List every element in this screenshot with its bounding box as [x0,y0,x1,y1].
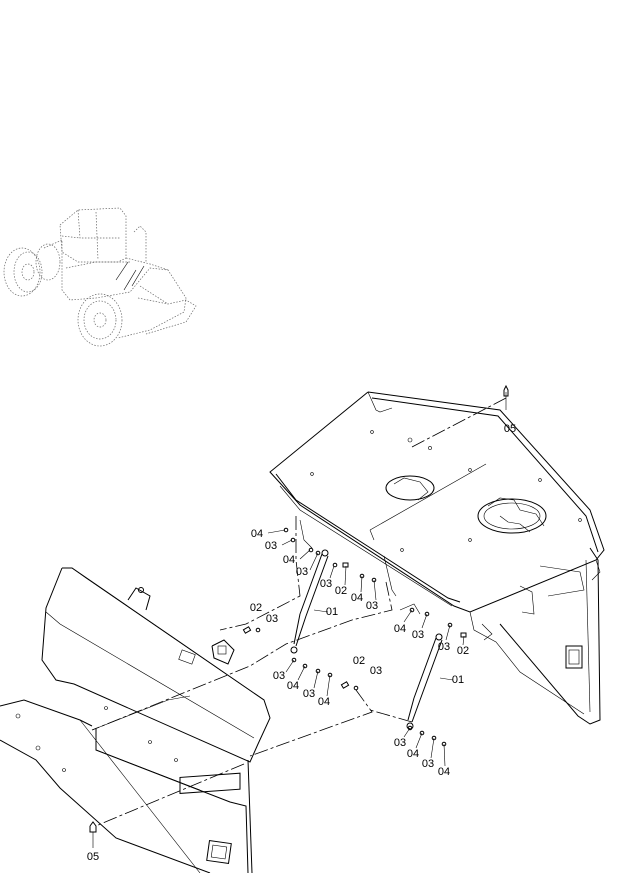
callout-leader-line [285,659,295,673]
callout-leader-line [313,609,329,613]
part-callout-label: 04 [287,680,299,692]
callout-leader-line [462,635,465,646]
part-callout-label: 02 [335,585,347,597]
part-callout-label: 03 [265,540,277,552]
cover-plate-assembly [269,391,605,725]
part-callout-label: 04 [438,766,450,778]
callout-leader-line [281,539,293,546]
part-callout-label: 03 [266,613,278,625]
callout-leader-line [344,565,347,586]
callout-leader-line [267,529,286,534]
part-callout-label: 01 [452,674,464,686]
machine-locator-view [3,207,197,347]
part-callout-label: 03 [370,665,382,677]
callout-leader-line [309,552,319,571]
part-callout-label: 04 [283,554,295,566]
callout-leader-line [326,674,331,697]
callout-leader-line [329,565,335,579]
part-callout-label: 04 [251,528,263,540]
part-callout-label: 02 [250,602,262,614]
callout-leader-line [430,737,435,759]
part-callout-label: 03 [296,566,308,578]
callout-leader-line [403,609,413,623]
part-callout-label: 03 [366,600,378,612]
assembly-centerlines [91,397,507,827]
side-hood-panel [41,567,271,763]
callout-leader-line [403,727,411,738]
callout-leader-line [313,670,319,689]
callout-leader-line [299,549,311,560]
callout-leader-line [360,575,363,593]
callout-leader-line [373,579,377,601]
part-callout-label: 03 [320,578,332,590]
part-callout-label: 03 [273,670,285,682]
callout-leader-line [445,624,451,641]
callout-leader-line [443,743,446,767]
gas-strut-lower [406,633,443,730]
part-callout-label: 03 [438,641,450,653]
part-callout-label: 02 [457,645,469,657]
callout-leader-line [439,677,454,681]
part-callout-label: 05 [504,423,516,435]
gas-strut-upper [290,549,329,654]
part-callout-label: 03 [394,737,406,749]
part-callout-label: 04 [318,696,330,708]
part-callout-label: 04 [351,592,363,604]
lower-frame [0,695,253,873]
callout-leader-line [421,613,428,629]
part-callout-label: 03 [303,688,315,700]
part-callout-label: 01 [326,606,338,618]
callout-leader-line [297,665,306,681]
part-callout-label: 03 [422,758,434,770]
callout-leader-line [415,732,423,749]
fastener-hardware [89,384,509,833]
part-callout-label: 02 [353,655,365,667]
part-callout-label: 05 [87,851,99,863]
part-callout-label: 03 [412,629,424,641]
part-callout-label: 04 [394,623,406,635]
part-callout-label: 04 [407,748,419,760]
